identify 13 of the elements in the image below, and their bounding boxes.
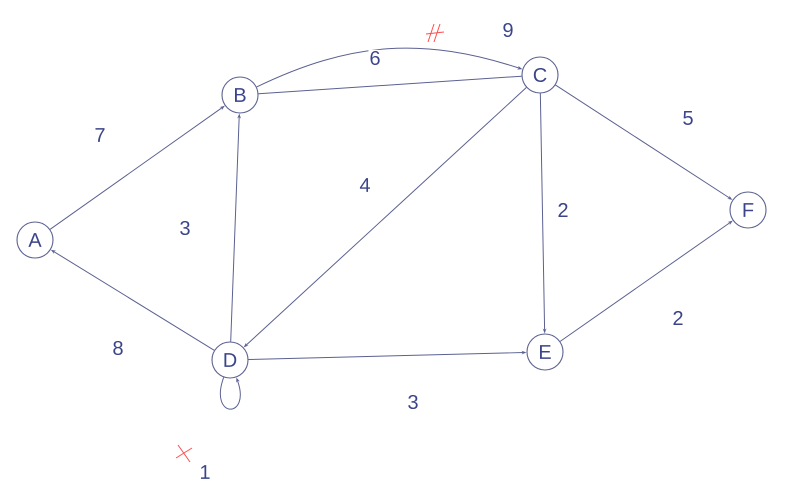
edge-label: 2 xyxy=(673,311,683,325)
edge-label: 4 xyxy=(360,178,370,192)
edge-label: 9 xyxy=(503,22,513,38)
edge-label: 3 xyxy=(180,220,190,236)
edge-label: 2 xyxy=(558,203,568,217)
edge-label: 5 xyxy=(683,111,693,125)
edge-line xyxy=(258,76,522,94)
edge-label: 7 xyxy=(95,128,105,142)
edge-label: 3 xyxy=(408,394,418,410)
edge-label: 6 xyxy=(370,50,380,66)
edge-label: 8 xyxy=(113,340,123,356)
loop-arrow xyxy=(220,376,241,410)
edge-label: 1 xyxy=(200,465,210,479)
